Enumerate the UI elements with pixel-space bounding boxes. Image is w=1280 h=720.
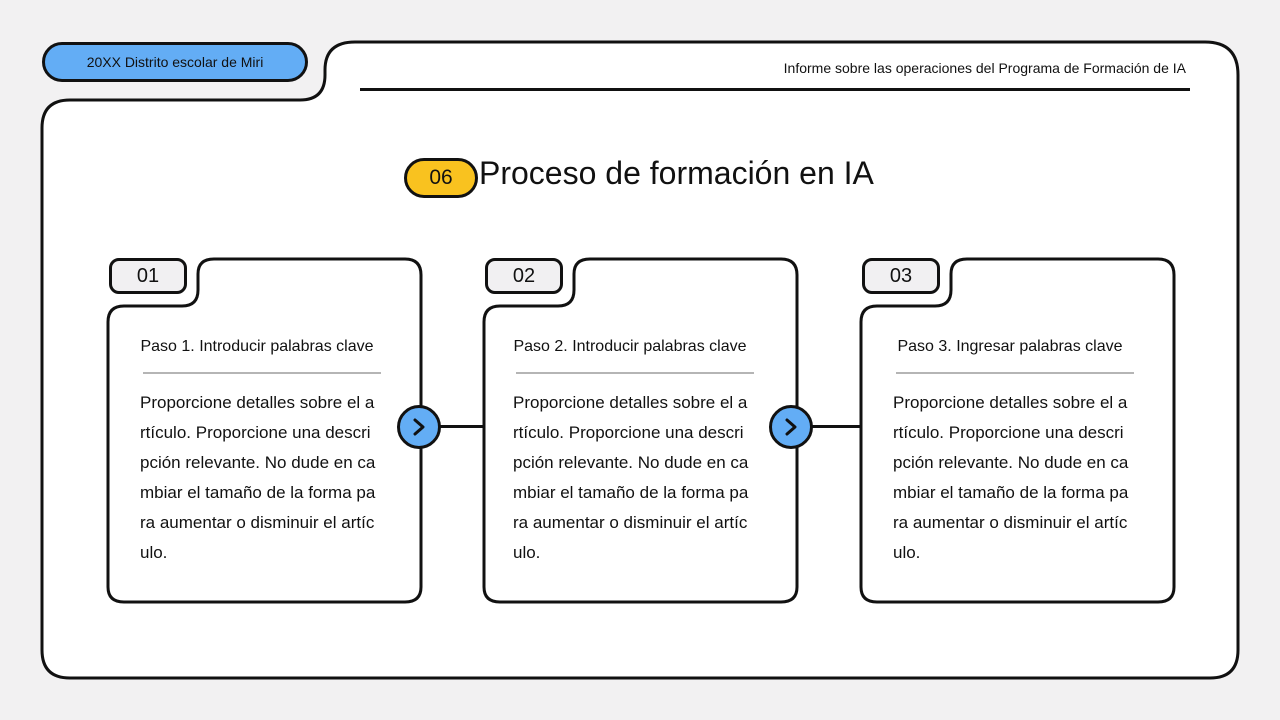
step-1-heading: Paso 1. Introducir palabras clave: [140, 338, 374, 355]
report-title: Informe sobre las operaciones del Progra…: [783, 60, 1186, 76]
header-divider: [360, 88, 1190, 91]
step-2-number-tab: 02: [485, 258, 563, 294]
step-card-3-outline: [859, 257, 1176, 604]
next-step-button-2[interactable]: [769, 405, 813, 449]
chevron-right-icon: [785, 418, 797, 436]
step-3-divider: [896, 372, 1134, 374]
step-3-heading: Paso 3. Ingresar palabras clave: [897, 338, 1123, 355]
step-2-body: Proporcione detalles sobre el a rtículo.…: [513, 393, 749, 562]
district-label: 20XX Distrito escolar de Miri: [42, 42, 308, 82]
section-number: 06: [429, 166, 453, 189]
step-card-1-outline: [106, 257, 423, 604]
step-card-2-outline: [482, 257, 799, 604]
connector-2-3: [812, 425, 861, 428]
step-2-number: 02: [512, 264, 536, 287]
district-label-text: 20XX Distrito escolar de Miri: [86, 54, 264, 70]
step-3-body: Proporcione detalles sobre el a rtículo.…: [893, 393, 1129, 562]
step-1-divider: [143, 372, 381, 374]
step-2-divider: [516, 372, 754, 374]
step-3-number-tab: 03: [862, 258, 940, 294]
connector-1-2: [440, 425, 484, 428]
step-1-number: 01: [136, 264, 160, 287]
section-number-badge: 06: [404, 158, 478, 198]
chevron-right-icon: [413, 418, 425, 436]
step-3-number: 03: [889, 264, 913, 287]
page-title: Proceso de formación en IA: [479, 155, 874, 191]
step-2-heading: Paso 2. Introducir palabras clave: [513, 338, 747, 355]
step-1-number-tab: 01: [109, 258, 187, 294]
step-1-body: Proporcione detalles sobre el a rtículo.…: [140, 393, 376, 562]
next-step-button-1[interactable]: [397, 405, 441, 449]
